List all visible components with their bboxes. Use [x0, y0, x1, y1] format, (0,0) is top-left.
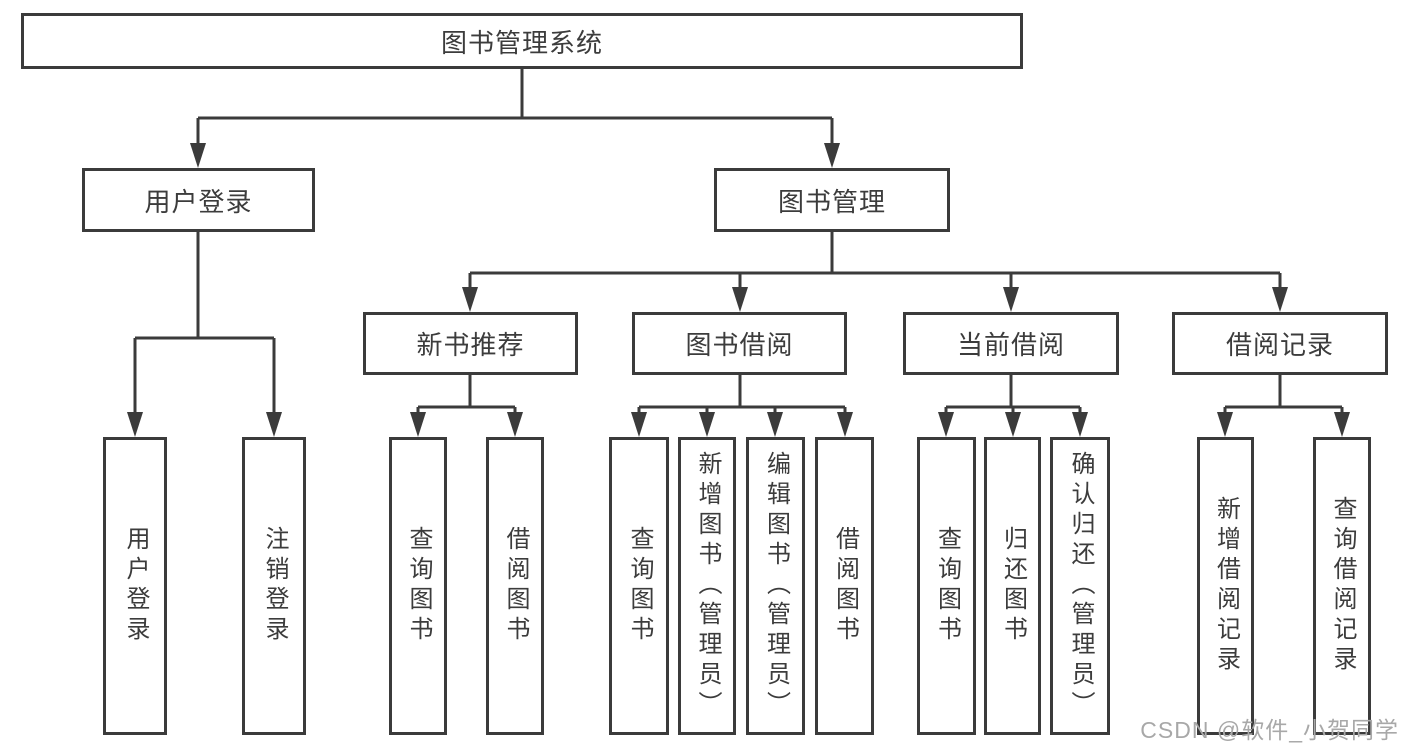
arrow-down-icon	[1072, 412, 1088, 437]
arrow-down-icon	[824, 143, 840, 168]
arrow-down-icon	[767, 412, 783, 437]
leaf-logout: 注销登录	[242, 437, 306, 735]
edge-root-to-level2	[196, 68, 834, 145]
arrow-down-icon	[410, 412, 426, 437]
node-current-borrowing: 当前借阅	[903, 312, 1119, 375]
leaf-query-books: 查询图书	[917, 437, 976, 735]
leaf-confirm-return-admin: 确认归还（管理员）	[1050, 437, 1110, 735]
leaf-borrow-books: 借阅图书	[815, 437, 874, 735]
leaf-query-books: 查询图书	[389, 437, 447, 735]
connector-paths	[133, 68, 1344, 414]
leaf-borrow-books: 借阅图书	[486, 437, 544, 735]
csdn-watermark: CSDN @软件_小贺同学	[1140, 717, 1399, 743]
leaf-return-books: 归还图书	[984, 437, 1041, 735]
node-book-management: 图书管理	[714, 168, 950, 232]
node-new-book-recommendation: 新书推荐	[363, 312, 578, 375]
leaf-query-books: 查询图书	[609, 437, 669, 735]
node-user-login: 用户登录	[82, 168, 315, 232]
node-borrowing-records: 借阅记录	[1172, 312, 1388, 375]
arrow-down-icon	[1003, 287, 1019, 312]
leaf-user-login: 用户登录	[103, 437, 167, 735]
arrow-down-icon	[1272, 287, 1288, 312]
arrow-down-icon	[837, 412, 853, 437]
edge-userlogin-to-leaves	[133, 232, 276, 414]
edge-bookborrow-to-leaves	[637, 375, 847, 414]
arrow-down-icon	[507, 412, 523, 437]
arrow-down-icon	[631, 412, 647, 437]
arrow-down-icon	[462, 287, 478, 312]
edge-borrowrecord-to-leaves	[1223, 375, 1344, 414]
arrow-down-icon	[1005, 412, 1021, 437]
arrow-down-icon	[127, 412, 143, 437]
arrowheads	[127, 143, 1350, 437]
arrow-down-icon	[938, 412, 954, 437]
arrow-down-icon	[1217, 412, 1233, 437]
node-book-borrowing: 图书借阅	[632, 312, 847, 375]
node-library-management-system: 图书管理系统	[21, 13, 1023, 69]
edge-bookmgmt-to-level3	[468, 232, 1282, 289]
arrow-down-icon	[266, 412, 282, 437]
arrow-down-icon	[732, 287, 748, 312]
leaf-query-borrow-record: 查询借阅记录	[1313, 437, 1371, 735]
edge-newbookrec-to-leaves	[416, 375, 517, 414]
leaf-add-borrow-record: 新增借阅记录	[1197, 437, 1254, 735]
leaf-edit-books-admin: 编辑图书（管理员）	[746, 437, 805, 735]
leaf-add-books-admin: 新增图书（管理员）	[678, 437, 736, 735]
edge-currentborrow-to-leaves	[944, 375, 1082, 414]
arrow-down-icon	[1334, 412, 1350, 437]
arrow-down-icon	[190, 143, 206, 168]
arrow-down-icon	[699, 412, 715, 437]
